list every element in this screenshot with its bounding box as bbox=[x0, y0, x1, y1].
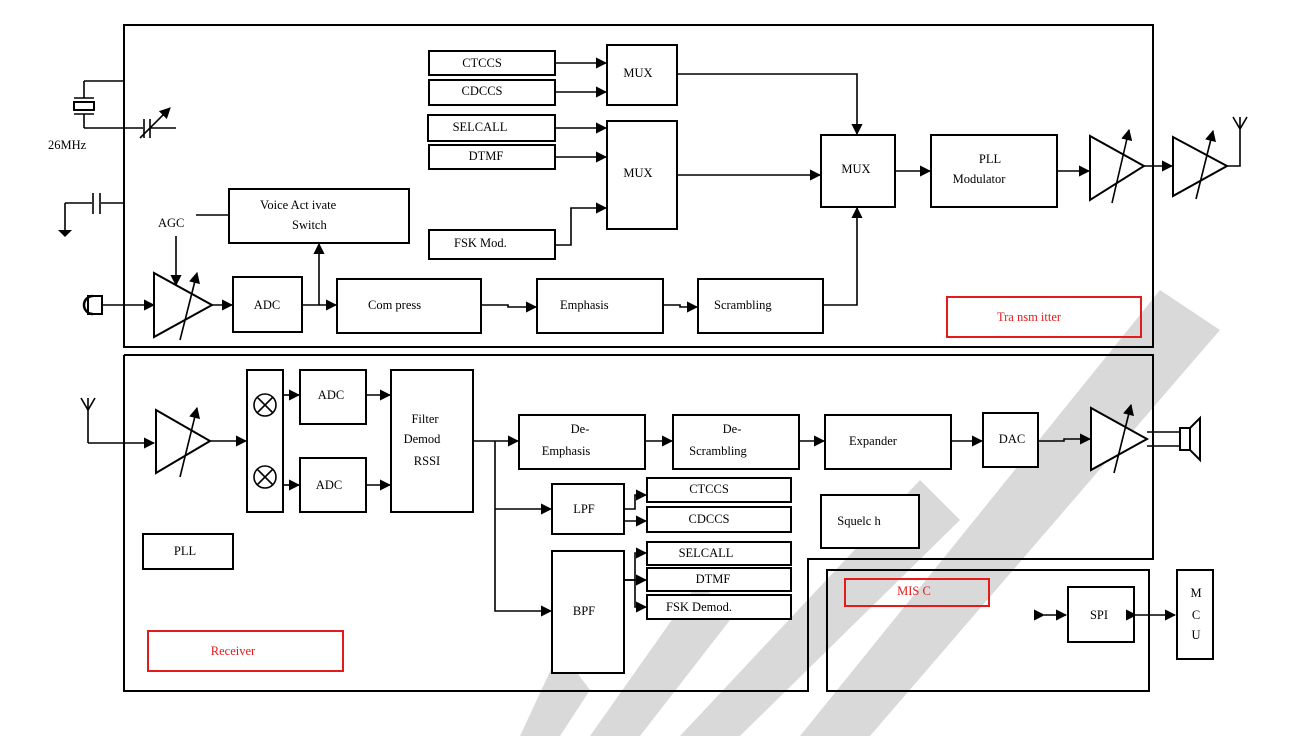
tx-power-amplifier-icon bbox=[1172, 129, 1230, 200]
rx-adc-q-label: ADC bbox=[316, 478, 342, 492]
rssi-label: RSSI bbox=[414, 454, 440, 468]
de-emphasis-line1: De- bbox=[571, 422, 590, 436]
tx-selcall-label: SELCALL bbox=[453, 120, 508, 134]
scrambling-block bbox=[697, 278, 824, 334]
tx-ctccs-label: CTCCS bbox=[462, 56, 502, 70]
crystal-icon bbox=[73, 80, 143, 129]
rx-pll-block bbox=[142, 533, 234, 570]
emphasis-block bbox=[536, 278, 664, 334]
tx-mux-3-block bbox=[820, 134, 896, 208]
de-scrambling-block bbox=[672, 414, 800, 470]
transmitter-frame bbox=[123, 24, 1154, 348]
microphone-icon bbox=[82, 294, 103, 316]
transmitter-section-label-box bbox=[946, 296, 1142, 338]
fsk-demod-block bbox=[646, 594, 792, 620]
mixer-block bbox=[246, 369, 284, 513]
tx-dtmf-label: DTMF bbox=[469, 149, 504, 163]
rx-lna-icon bbox=[155, 406, 212, 478]
de-emphasis-block bbox=[518, 414, 646, 470]
fsk-mod-label: FSK Mod. bbox=[454, 236, 507, 250]
filter-label: Filter bbox=[411, 412, 439, 426]
tx-cdccs-label: CDCCS bbox=[462, 84, 503, 98]
pll-modulator-line2: Modulator bbox=[953, 172, 1007, 186]
tx-mic-amplifier-icon bbox=[153, 271, 215, 341]
fsk-mod-block bbox=[428, 229, 556, 260]
filter-demod-rssi-block bbox=[390, 369, 474, 513]
mixer-i-icon bbox=[253, 393, 277, 417]
tx-mux-2-block bbox=[606, 120, 678, 230]
voice-switch-line1: Voice Act ivate bbox=[260, 198, 337, 212]
mcu-letter-m: M bbox=[1190, 586, 1201, 600]
demod-label: Demod bbox=[404, 432, 442, 446]
rx-pll-label: PLL bbox=[174, 544, 196, 558]
de-scrambling-line2: Scrambling bbox=[689, 444, 747, 458]
voice-switch-line2: Switch bbox=[292, 218, 327, 232]
rx-cdccs-label: CDCCS bbox=[689, 512, 730, 526]
crystal-frequency-label: 26MHz bbox=[48, 138, 87, 152]
lpf-block bbox=[551, 483, 625, 535]
mcu-letter-u: U bbox=[1191, 628, 1200, 642]
mcu-letter-c: C bbox=[1192, 608, 1200, 622]
compress-label: Com press bbox=[368, 298, 421, 312]
tx-selcall-block bbox=[427, 114, 556, 142]
receiver-section-label-box bbox=[147, 630, 344, 672]
mcu-block bbox=[1176, 569, 1214, 660]
tx-mux-3-label: MUX bbox=[841, 162, 870, 176]
squelch-label: Squelc h bbox=[837, 514, 881, 528]
emphasis-label: Emphasis bbox=[560, 298, 609, 312]
rx-adc-i-label: ADC bbox=[318, 388, 344, 402]
tx-mux-2-label: MUX bbox=[623, 166, 652, 180]
misc-frame bbox=[826, 569, 1150, 692]
dac-block bbox=[982, 412, 1039, 468]
misc-section-label: MIS C bbox=[897, 584, 931, 598]
voice-activate-switch-block bbox=[228, 188, 410, 244]
tx-mux-1-label: MUX bbox=[623, 66, 652, 80]
rx-cdccs-block bbox=[646, 506, 792, 533]
rx-dtmf-block bbox=[646, 567, 792, 592]
variable-capacitor-icon bbox=[139, 107, 176, 139]
pll-modulator-block bbox=[930, 134, 1058, 208]
dac-label: DAC bbox=[999, 432, 1025, 446]
lpf-label: LPF bbox=[573, 502, 595, 516]
speaker-icon bbox=[1147, 415, 1201, 463]
mixer-q-icon bbox=[253, 465, 277, 489]
tx-antenna-icon bbox=[1227, 116, 1248, 167]
rx-selcall-block bbox=[646, 541, 792, 566]
de-emphasis-line2: Emphasis bbox=[542, 444, 591, 458]
spi-label: SPI bbox=[1090, 608, 1108, 622]
tx-mux-1-block bbox=[606, 44, 678, 106]
tx-adc-label: ADC bbox=[254, 298, 280, 312]
tx-dtmf-block bbox=[428, 144, 556, 170]
pll-modulator-line1: PLL bbox=[979, 152, 1001, 166]
rx-ctccs-label: CTCCS bbox=[689, 482, 729, 496]
agc-label: AGC bbox=[158, 216, 184, 230]
rx-dtmf-label: DTMF bbox=[696, 572, 731, 586]
tx-ctccs-block bbox=[428, 50, 556, 76]
bpf-label: BPF bbox=[573, 604, 595, 618]
capacitor-ground-icon bbox=[58, 193, 124, 237]
rx-antenna-icon bbox=[80, 397, 96, 443]
transmitter-section-label: Tra nsm itter bbox=[997, 310, 1062, 324]
squelch-block bbox=[820, 494, 920, 549]
de-scrambling-line1: De- bbox=[723, 422, 742, 436]
receiver-section-label: Receiver bbox=[211, 644, 256, 658]
fsk-demod-label: FSK Demod. bbox=[666, 600, 732, 614]
tx-cdccs-block bbox=[428, 79, 556, 106]
misc-section-label-box bbox=[844, 578, 990, 607]
rx-selcall-label: SELCALL bbox=[679, 546, 734, 560]
rx-adc-i-block bbox=[299, 369, 367, 425]
scrambling-label: Scrambling bbox=[714, 298, 772, 312]
compress-block bbox=[336, 278, 482, 334]
expander-block bbox=[824, 414, 952, 470]
expander-label: Expander bbox=[849, 434, 898, 448]
bpf-block bbox=[551, 550, 625, 674]
rx-ctccs-block bbox=[646, 477, 792, 503]
receiver-frame bbox=[123, 354, 1154, 692]
tx-adc-block bbox=[232, 276, 303, 333]
rx-audio-amplifier-icon bbox=[1090, 403, 1150, 474]
tx-driver-amplifier-icon bbox=[1089, 128, 1146, 204]
